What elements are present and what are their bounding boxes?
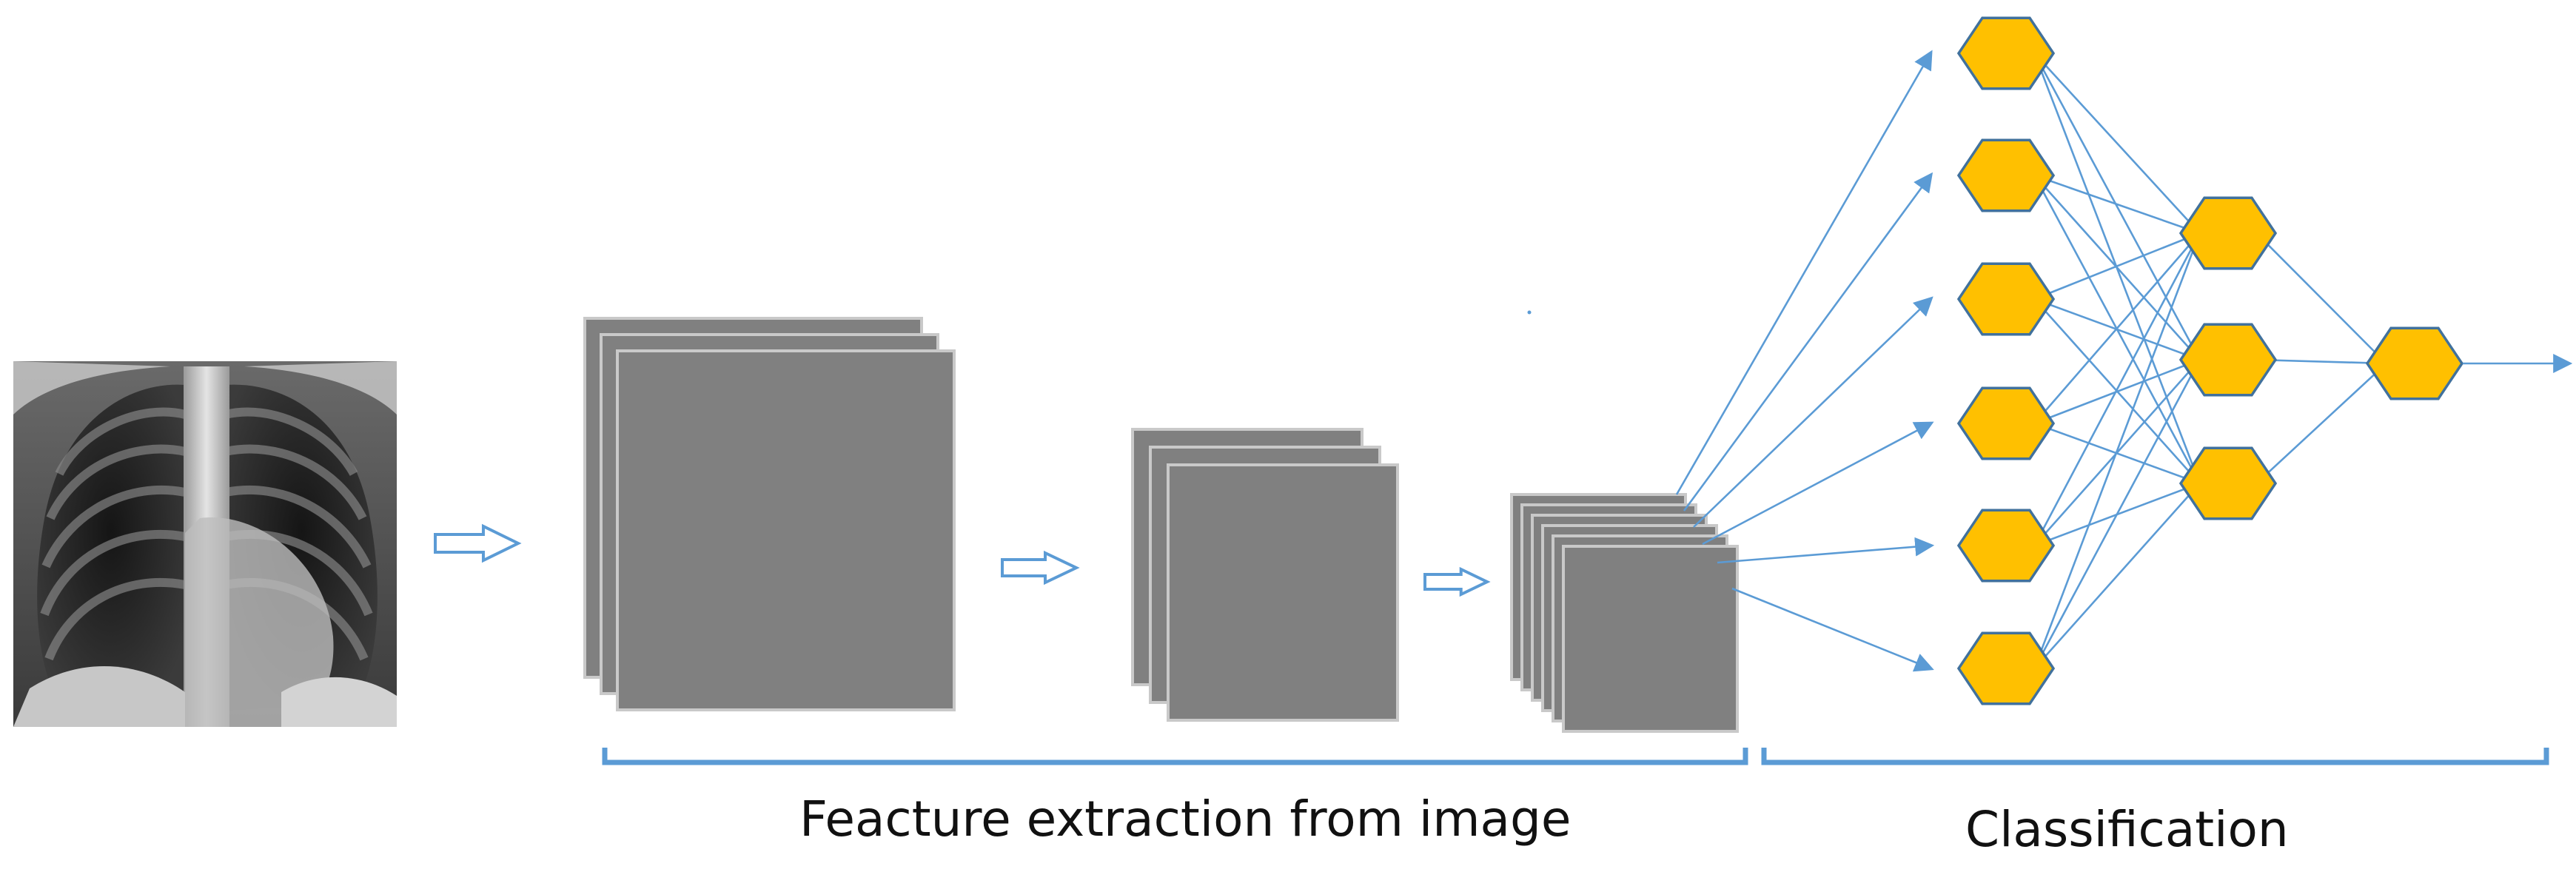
dense-connection: [2033, 232, 2201, 669]
classification-bracket: [1761, 748, 2549, 765]
dense-connection: [2256, 358, 2387, 365]
dense-connection: [2033, 53, 2201, 234]
dense-layer-1: [1956, 16, 2056, 705]
dense-connection: [2033, 483, 2201, 669]
feature-map: [1167, 463, 1399, 722]
dense-connection: [2033, 358, 2201, 425]
xray-diaphragm: [13, 665, 185, 727]
neuron-node: [1956, 138, 2056, 212]
neuron-node: [1956, 262, 2056, 336]
neuron-node: [2365, 326, 2464, 400]
stage-arrows: [434, 523, 1491, 597]
dense-connection: [2033, 53, 2201, 360]
conv-block-1: [583, 317, 956, 711]
dense-connections: [2033, 53, 2387, 669]
dense-network: [1956, 16, 2464, 705]
neuron-node: [1956, 386, 2056, 460]
dense-connection: [2255, 232, 2387, 364]
dense-connection: [2255, 363, 2387, 484]
dense-layer-3: [2365, 326, 2464, 400]
dense-connection: [2033, 232, 2201, 301]
feature-connection: [1683, 172, 1933, 512]
neuron-node: [1956, 631, 2056, 705]
dense-layer-2: [2178, 196, 2278, 520]
classification-caption: Classification: [1965, 801, 2289, 858]
neuron-node: [2178, 323, 2278, 397]
conv-block-3: [1510, 493, 1739, 733]
neuron-node: [2178, 446, 2278, 520]
neuron-node: [2178, 196, 2278, 270]
dense-connection: [2033, 232, 2201, 546]
feature-connection: [1702, 421, 1934, 546]
dense-connection: [2033, 175, 2201, 360]
feature-map: [616, 349, 956, 711]
stage-arrow: [1423, 566, 1491, 597]
xray-image: [13, 361, 397, 727]
conv-block-2: [1131, 428, 1399, 722]
xray-heart: [185, 517, 334, 727]
feature-connection: [1731, 587, 1934, 672]
xray-ribs: [40, 407, 373, 661]
dense-connection: [2033, 174, 2201, 235]
neuron-node: [1956, 16, 2056, 90]
stray-dot: [1527, 310, 1532, 315]
feature-connection: [1717, 537, 1935, 564]
stage-arrow: [434, 523, 522, 563]
xray-shoulders: [13, 361, 397, 415]
stage-arrow: [1001, 550, 1080, 586]
feature-connection: [1675, 50, 1933, 495]
feature-connection: [1693, 296, 1933, 528]
xray-diaphragm-right: [281, 677, 397, 727]
feature-extraction-bracket: [602, 748, 1748, 765]
feature-to-dense-connections: [1675, 50, 1935, 672]
dense-connection: [2033, 232, 2201, 424]
neuron-node: [1956, 509, 2056, 583]
feature-maps: [583, 317, 1739, 733]
feature-map: [1562, 545, 1739, 733]
dense-connection: [2033, 359, 2201, 669]
feature-extraction-caption: Feacture extraction from image: [799, 791, 1572, 848]
